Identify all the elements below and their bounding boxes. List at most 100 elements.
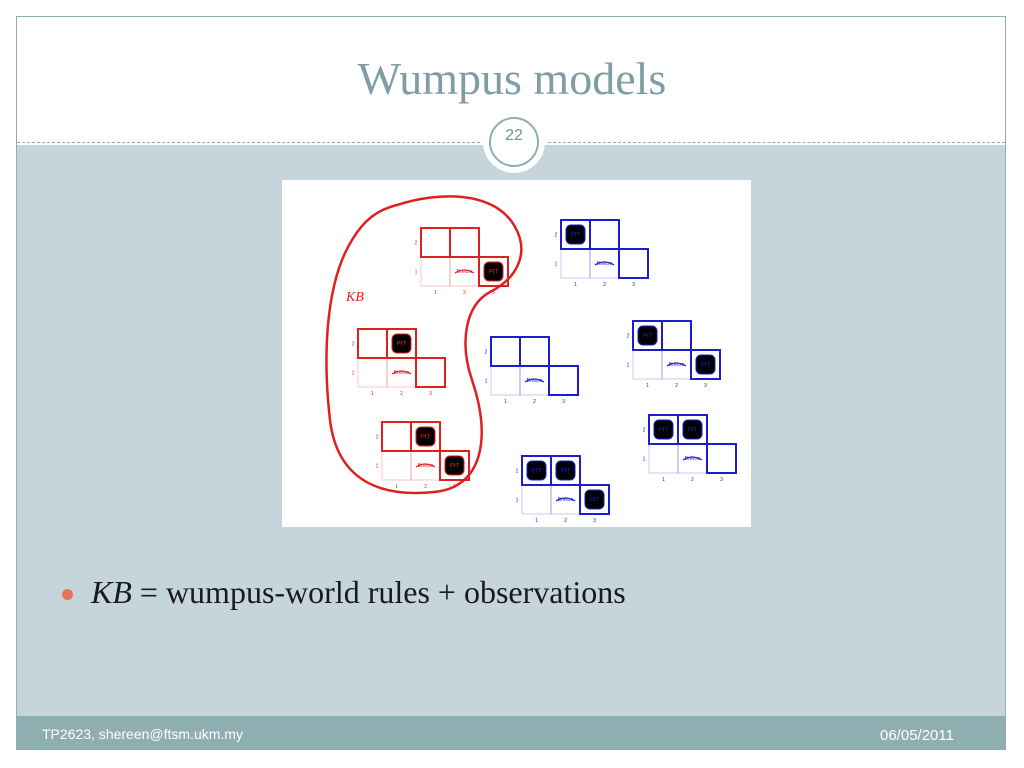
pit-label: PIT	[489, 270, 499, 276]
col-tick-label: 2	[533, 399, 536, 405]
col-tick-label: 2	[400, 391, 403, 397]
pit-label: PIT	[571, 233, 581, 239]
grid-cell	[618, 248, 649, 279]
grid-cell	[521, 484, 552, 515]
bullet-text: KB = wumpus-world rules + observations	[91, 574, 626, 611]
grid-cell-outline	[449, 227, 480, 258]
kb-label: KB	[345, 290, 364, 305]
pit-icon	[695, 354, 716, 375]
row-tick-label: 2	[627, 334, 630, 340]
col-tick-label: 3	[632, 282, 635, 288]
pit-icon	[584, 489, 605, 510]
col-tick-label: 3	[704, 383, 707, 389]
row-tick-label: 2	[555, 233, 558, 239]
breeze-icon	[682, 456, 703, 461]
bullet-kb: KB	[91, 574, 132, 610]
row-tick-label: 2	[376, 435, 379, 441]
pit-label: PIT	[659, 428, 669, 434]
breeze-label: Breeze	[418, 463, 434, 469]
grid-cell-outline	[550, 455, 581, 486]
grid-cell	[357, 328, 388, 359]
grid-cell-outline	[579, 484, 610, 515]
grid-cell	[648, 443, 679, 474]
col-tick-label: 1	[504, 399, 507, 405]
col-tick-label: 1	[395, 484, 398, 490]
col-tick-label: 1	[371, 391, 374, 397]
grid-cell	[490, 336, 521, 367]
col-tick-label: 2	[675, 383, 678, 389]
grid-cell-outline	[490, 336, 521, 367]
divider-left	[17, 142, 480, 143]
pit-icon	[555, 460, 576, 481]
grid-cell-outline	[589, 219, 620, 250]
row-tick-label: 1	[415, 270, 418, 276]
breeze-icon	[415, 463, 436, 468]
grid-cell	[706, 443, 737, 474]
col-tick-label: 3	[720, 477, 723, 483]
pit-icon	[565, 224, 586, 245]
grid-cell	[589, 219, 620, 250]
col-tick-label: 2	[463, 290, 466, 296]
grid-cell	[420, 256, 451, 287]
grid-cell	[490, 365, 521, 396]
grid-cell	[661, 320, 692, 351]
breeze-icon	[666, 362, 687, 367]
grid-cell	[560, 248, 591, 279]
grid-cell-outline	[690, 349, 721, 380]
row-tick-label: 2	[485, 350, 488, 356]
col-tick-label: 3	[593, 518, 596, 524]
row-tick-label: 2	[415, 241, 418, 247]
col-tick-label: 1	[574, 282, 577, 288]
pit-label: PIT	[421, 435, 431, 441]
row-tick-label: 1	[376, 464, 379, 470]
row-tick-label: 1	[627, 363, 630, 369]
grid-cell-outline	[381, 421, 412, 452]
grid-cell	[632, 349, 663, 380]
pit-icon	[444, 455, 465, 476]
pit-label: PIT	[561, 469, 571, 475]
breeze-icon	[555, 497, 576, 502]
grid-cell-outline	[706, 443, 737, 474]
breeze-icon	[391, 370, 412, 375]
breeze-icon	[454, 269, 475, 274]
grid-cell-outline	[357, 328, 388, 359]
pit-icon	[483, 261, 504, 282]
pit-label: PIT	[532, 469, 542, 475]
row-tick-label: 2	[352, 342, 355, 348]
breeze-icon	[594, 261, 615, 266]
col-tick-label: 2	[564, 518, 567, 524]
row-tick-label: 2	[643, 428, 646, 434]
row-tick-label: 1	[643, 457, 646, 463]
pit-label: PIT	[701, 363, 711, 369]
pit-icon	[653, 419, 674, 440]
pit-label: PIT	[590, 498, 600, 504]
slide-number-ring	[489, 117, 539, 167]
pit-label: PIT	[397, 342, 407, 348]
col-tick-label: 1	[646, 383, 649, 389]
col-tick-label: 1	[535, 518, 538, 524]
grid-cell-outline	[677, 414, 708, 445]
col-tick-label: 3	[429, 391, 432, 397]
grid-cell	[415, 357, 446, 388]
breeze-label: Breeze	[558, 497, 574, 503]
bullet-rest: = wumpus-world rules + observations	[131, 574, 626, 610]
page-title: Wumpus models	[357, 53, 667, 104]
row-tick-label: 1	[516, 498, 519, 504]
grid-cell	[357, 357, 388, 388]
col-tick-label: 2	[424, 484, 427, 490]
grid-cell-outline	[661, 320, 692, 351]
col-tick-label: 3	[453, 484, 456, 490]
grid-cell-outline	[548, 365, 579, 396]
row-tick-label: 1	[555, 262, 558, 268]
col-tick-label: 3	[492, 290, 495, 296]
breeze-label: Breeze	[597, 261, 613, 267]
divider-right	[548, 142, 1005, 143]
grid-cell-outline	[415, 357, 446, 388]
pit-icon	[526, 460, 547, 481]
